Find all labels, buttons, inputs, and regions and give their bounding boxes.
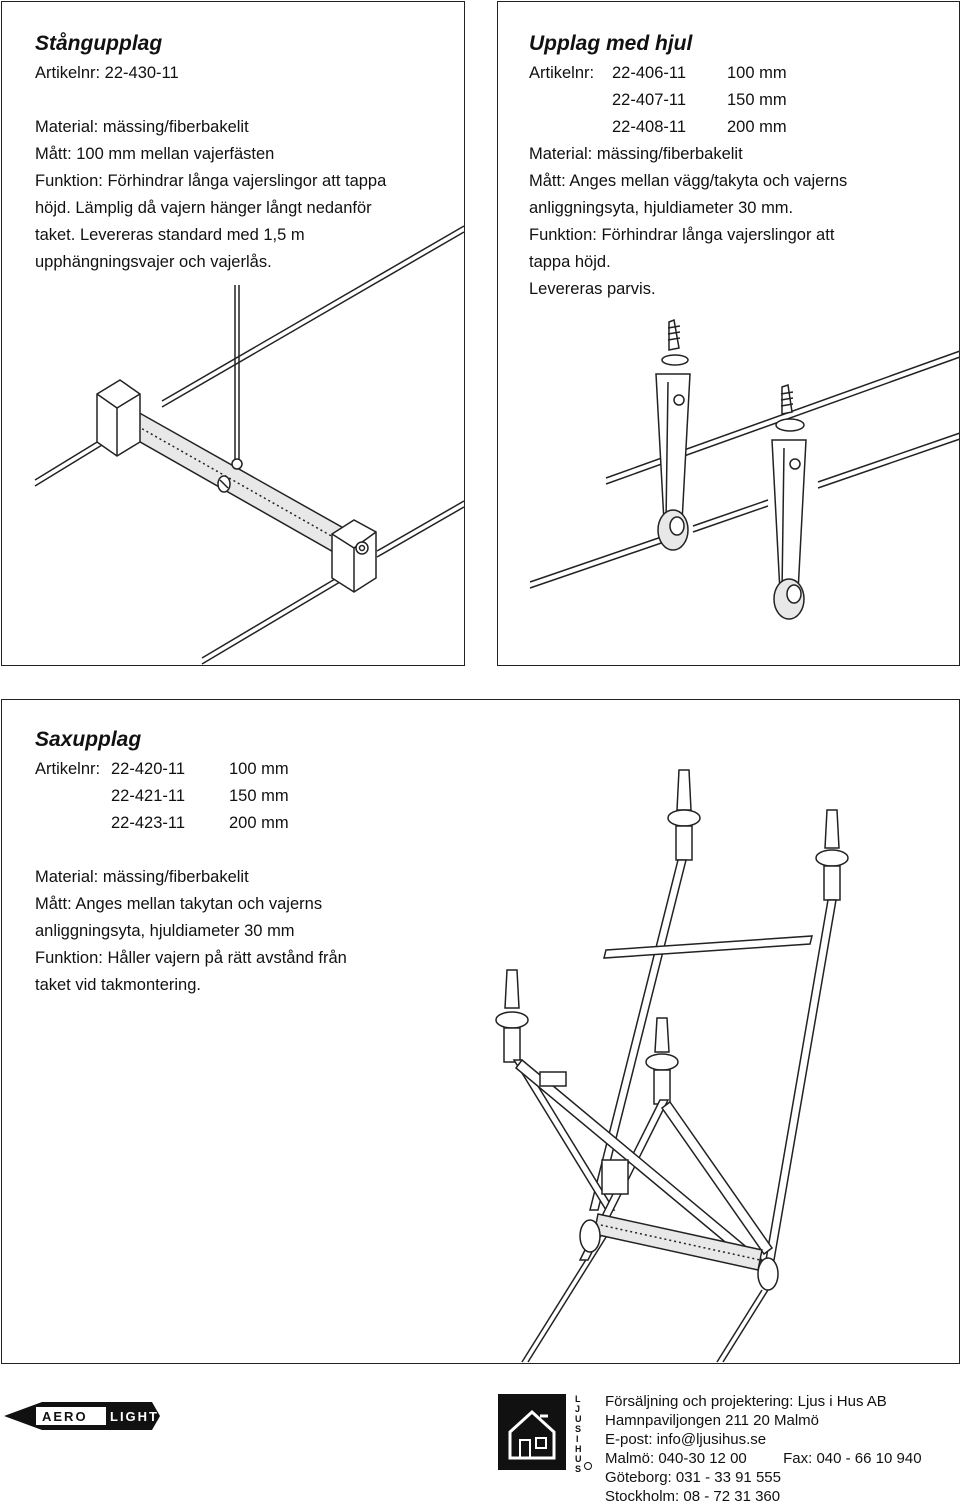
sax-text: anliggningsyta, hjuldiameter 30 mm (35, 922, 295, 940)
stangupplag-text: upphängningsvajer och vajerlås. (35, 253, 272, 271)
company-line: Försäljning och projektering: Ljus i Hus… (605, 1393, 887, 1410)
svg-text:LIGHT: LIGHT (110, 1409, 159, 1424)
stangupplag-illustration (34, 225, 465, 665)
email-line: E-post: info@ljusihus.se (605, 1431, 767, 1448)
hjul-matt: Mått: Anges mellan vägg/takyta och vajer… (529, 172, 848, 190)
hjul-funktion: Funktion: Förhindrar långa vajerslingor … (529, 226, 835, 244)
svg-text:L: L (575, 1394, 581, 1404)
fax: Fax: 040 - 66 10 940 (783, 1450, 922, 1467)
svg-text:I: I (576, 1434, 579, 1444)
svg-text:U: U (575, 1454, 582, 1464)
phone-goteborg: Göteborg: 031 - 33 91 555 (605, 1469, 781, 1486)
stangupplag-text: taket. Levereras standard med 1,5 m (35, 226, 305, 244)
table-row: Artikelnr: 22-420-11 100 mm (35, 760, 289, 778)
phone-malmo-row: Malmö: 040-30 12 00 Fax: 040 - 66 10 940 (605, 1449, 922, 1468)
sax-material: Material: mässing/fiberbakelit (35, 868, 249, 886)
table-row: 22-408-11 200 mm (612, 118, 787, 136)
ljusihus-logo: L J U S I H U S (498, 1394, 592, 1474)
stangupplag-text: höjd. Lämplig då vajern hänger långt ned… (35, 199, 372, 217)
svg-text:U: U (575, 1414, 582, 1424)
aerolight-logo: AERO LIGHT (4, 1402, 160, 1430)
stangupplag-funktion: Funktion: Förhindrar långa vajerslingor … (35, 172, 387, 190)
phone-stockholm: Stockholm: 08 - 72 31 360 (605, 1488, 781, 1505)
panel-saxupplag: Saxupplag Artikelnr: 22-420-11 100 mm 22… (1, 699, 960, 1364)
hjul-article-table: Artikelnr: 22-406-11 100 mm 22-407-11 15… (529, 60, 787, 141)
sax-article-table: Artikelnr: 22-420-11 100 mm 22-421-11 15… (35, 756, 289, 837)
hjul-text: tappa höjd. (529, 253, 611, 271)
hjul-text: anliggningsyta, hjuldiameter 30 mm. (529, 199, 794, 217)
svg-text:S: S (575, 1464, 581, 1474)
table-row: 22-407-11 150 mm (612, 91, 787, 109)
panel-upplag-med-hjul: Upplag med hjul Artikelnr: 22-406-11 100… (497, 1, 960, 666)
stangupplag-title: Stångupplag (35, 32, 163, 55)
hjul-material: Material: mässing/fiberbakelit (529, 145, 743, 163)
saxupplag-illustration (495, 769, 849, 1363)
address-line: Hamnpaviljongen 211 20 Malmö (605, 1412, 820, 1429)
stangupplag-artnr: Artikelnr: 22-430-11 (35, 64, 179, 82)
contact-info: Försäljning och projektering: Ljus i Hus… (605, 1392, 922, 1506)
hjul-levereras: Levereras parvis. (529, 280, 656, 298)
panel-stangupplag: Stångupplag Artikelnr: 22-430-11 Materia… (1, 1, 465, 666)
svg-text:AERO: AERO (42, 1409, 88, 1424)
table-row: Artikelnr: 22-406-11 100 mm (529, 64, 787, 82)
sax-title: Saxupplag (35, 728, 142, 751)
sax-matt: Mått: Anges mellan takytan och vajerns (35, 895, 323, 913)
hjul-title: Upplag med hjul (529, 32, 693, 55)
table-row: 22-423-11 200 mm (111, 814, 289, 832)
hjul-illustration (529, 318, 960, 620)
phone-malmo: Malmö: 040-30 12 00 (605, 1450, 747, 1467)
svg-text:J: J (575, 1404, 580, 1414)
stangupplag-material: Material: mässing/fiberbakelit (35, 118, 249, 136)
table-row: 22-421-11 150 mm (111, 787, 289, 805)
sax-funktion: Funktion: Håller vajern på rätt avstånd … (35, 949, 347, 967)
sax-text: taket vid takmontering. (35, 976, 201, 994)
footer: AERO LIGHT L J U S I H U S Försäljning o… (0, 1370, 960, 1506)
svg-text:S: S (575, 1424, 581, 1434)
stangupplag-matt: Mått: 100 mm mellan vajerfästen (35, 145, 275, 163)
svg-text:H: H (575, 1444, 582, 1454)
